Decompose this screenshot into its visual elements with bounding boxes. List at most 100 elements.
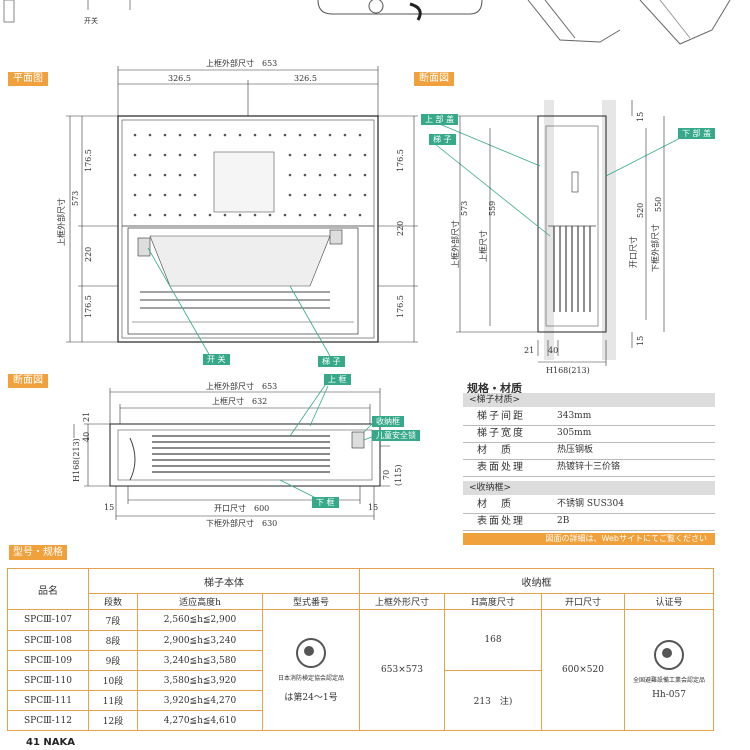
plan-half-right: 326.5 <box>294 74 317 83</box>
cell-name: SPCⅢ-110 <box>7 670 89 691</box>
side-v-lower-label: 下框外部尺寸 <box>651 224 660 272</box>
side-v-open-label: 开口尺寸 <box>629 236 638 268</box>
industry-certification-seal-icon <box>654 640 684 670</box>
section-view-tag: 断面図 <box>8 374 48 388</box>
plan-left-v-2: 220 <box>84 246 93 262</box>
spec-value: 2B <box>557 516 570 526</box>
section-left-21: 21 <box>82 411 91 422</box>
plan-right-v-1: 176.5 <box>396 149 405 172</box>
section-left-40: 40 <box>82 431 91 442</box>
plan-total-v: 573 <box>71 190 80 206</box>
cell-steps: 11段 <box>88 690 138 711</box>
th-height: 适应高度h <box>137 593 263 610</box>
table-row: SPCⅢ-109 9段 3,240≦h≦3,580 <box>7 650 714 671</box>
spec-ladder-head: <梯子材质> <box>463 393 715 407</box>
callout-top-frame: 上 框 <box>324 374 351 385</box>
side-v-frame-label: 上框尺寸 <box>479 230 488 262</box>
section-left-168: H168(213) <box>72 438 81 482</box>
cell-name: SPCⅢ-109 <box>7 650 89 671</box>
side-v-15b: 15 <box>636 335 645 346</box>
spec-value: 热压钢板 <box>557 445 594 455</box>
plan-right-v-3: 176.5 <box>396 295 405 318</box>
section-15-left: 15 <box>104 503 115 512</box>
cell-h213: 213 注) <box>444 670 542 731</box>
th-open: 开口尺寸 <box>541 593 625 610</box>
cell-cert: 全国避難設備工業会認定品 Hh-057 <box>624 609 714 731</box>
section-15-right: 15 <box>368 503 379 512</box>
spec-key: 材 质 <box>477 499 513 510</box>
callout-ladder-section: 梯 子 <box>318 356 345 367</box>
th-name: 品名 <box>7 568 89 610</box>
cell-steps: 12段 <box>88 710 138 731</box>
table-row: SPCⅢ-110 10段 3,580≦h≦3,920 213 注) <box>7 670 714 731</box>
spec-key: 梯子间距 <box>477 411 525 422</box>
th-steps: 段数 <box>88 593 138 610</box>
spec-value: 343mm <box>557 411 592 421</box>
side-v-outer-label: 上框外部尺寸 <box>451 220 460 268</box>
callout-bottom-cover: 下 部 盖 <box>678 128 716 139</box>
cell-height: 2,900≦h≦3,240 <box>137 630 263 651</box>
cell-h168: 168 <box>444 609 542 671</box>
model-number: は第24～1号 <box>284 692 338 703</box>
cell-steps: 10段 <box>88 670 138 691</box>
callout-ladder-side: 梯 子 <box>429 134 456 145</box>
cell-steps: 7段 <box>88 609 138 631</box>
model-section-tag: 型号・规格 <box>9 545 67 560</box>
table-row: SPCⅢ-112 12段 4,270≦h≦4,610 <box>7 710 714 731</box>
spec-title: 规格・材质 <box>467 382 522 395</box>
side-v-573: 573 <box>460 200 469 216</box>
spec-value: 热镀锌十三价铬 <box>557 462 621 472</box>
plan-v-label: 上框外部尺寸 <box>57 198 66 246</box>
plan-left-v-3: 176.5 <box>84 295 93 318</box>
th-cert: 认证号 <box>624 593 714 610</box>
model-table: 品名 梯子本体 收纳框 段数 适应高度h 型式番号 上框外形尺寸 H高度尺寸 开… <box>7 568 714 731</box>
side-h-21: 21 <box>524 346 535 355</box>
cell-name: SPCⅢ-107 <box>7 609 89 631</box>
th-box: 收纳框 <box>359 568 714 594</box>
cell-height: 4,270≦h≦4,610 <box>137 710 263 731</box>
plan-left-v-1: 176.5 <box>84 149 93 172</box>
cell-name: SPCⅢ-112 <box>7 710 89 731</box>
section-right-115: (115) <box>394 464 403 486</box>
side-v-559: 559 <box>488 200 497 216</box>
fire-certification-seal-icon <box>296 637 326 668</box>
top-illustration-strip <box>3 0 731 45</box>
plan-view-drawing <box>66 66 418 357</box>
spec-row: 材 质不锈钢 SUS304 <box>463 496 715 514</box>
page-footer: 41 NAKA <box>26 737 75 748</box>
th-body: 梯子本体 <box>88 568 360 594</box>
side-view-tag: 断面図 <box>414 72 454 86</box>
section-open-dim: 开口尺寸 600 <box>214 504 270 513</box>
cell-height: 2,560≦h≦2,900 <box>137 609 263 631</box>
spec-box-head: <收纳框> <box>463 481 715 495</box>
callout-box: 收纳框 <box>372 416 404 427</box>
th-model: 型式番号 <box>262 593 360 610</box>
section-right-70: 70 <box>382 469 391 480</box>
callout-child-lock: 儿童安全锁 <box>372 430 420 441</box>
side-h-168: H168(213) <box>546 366 590 375</box>
spec-key: 材 质 <box>477 445 513 456</box>
cell-open-size: 600×520 <box>541 609 625 731</box>
section-lower-dim: 下框外部尺寸 630 <box>206 519 278 528</box>
cell-height: 3,240≦h≦3,580 <box>137 650 263 671</box>
spec-key: 表面处理 <box>477 516 525 527</box>
plan-half-left: 326.5 <box>168 74 191 83</box>
cert-text: 全国避難設備工業会認定品 <box>632 677 705 684</box>
spec-row: 梯子间距 343mm <box>463 408 715 426</box>
section-frame-dim: 上框尺寸 632 <box>212 397 268 406</box>
side-v-520: 520 <box>636 202 645 218</box>
cell-steps: 8段 <box>88 630 138 651</box>
table-row: SPCⅢ-107 7段 2,560≦h≦2,900 日本消防検定協会認定品 は第… <box>7 609 714 731</box>
side-view-drawing <box>429 100 693 366</box>
cell-height: 3,580≦h≦3,920 <box>137 670 263 691</box>
side-h-40: 40 <box>548 346 559 355</box>
cell-steps: 9段 <box>88 650 138 671</box>
spec-key: 梯子宽度 <box>477 428 525 439</box>
plan-outer-dim: 上框外部尺寸 653 <box>206 59 278 68</box>
spec-web-note: 図面の詳細は、Webサイトにてご覧ください <box>463 533 715 545</box>
cell-height: 3,920≦h≦4,270 <box>137 690 263 711</box>
cell-frame-size: 653×573 <box>359 609 445 731</box>
table-row: SPCⅢ-111 11段 3,920≦h≦4,270 <box>7 690 714 711</box>
